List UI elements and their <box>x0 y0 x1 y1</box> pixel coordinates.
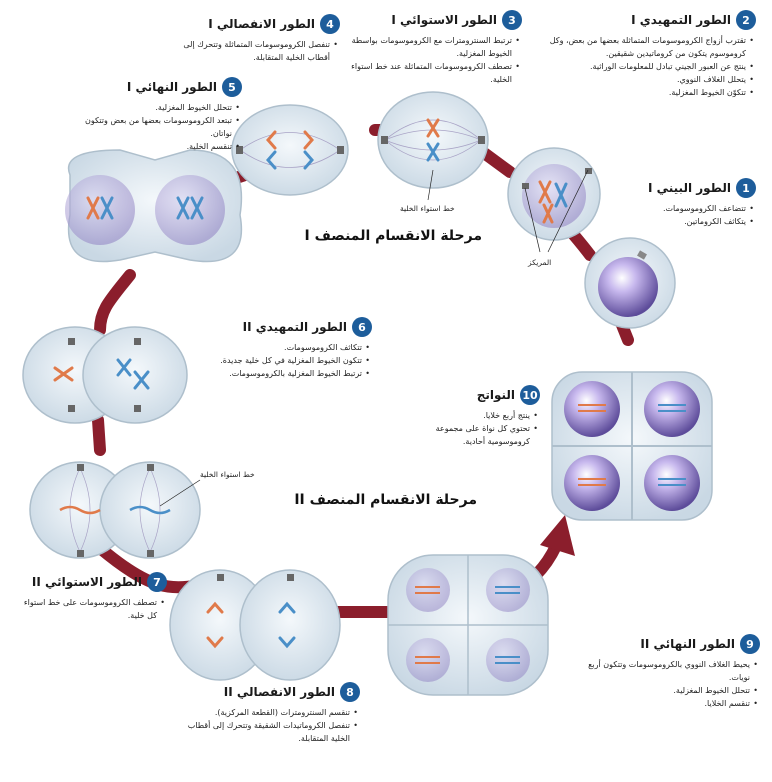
stage-3-badge: 3 <box>502 10 522 30</box>
stage-9-title: الطور النهائي II <box>640 637 735 651</box>
cycle-arrowhead <box>540 515 575 556</box>
stage-4-bullet: تنفصل الكروموسومات المتماثلة وتتحرك إلى … <box>160 38 338 64</box>
stage-10-title: النواتج <box>476 388 515 402</box>
stage-7-badge: 7 <box>147 572 167 592</box>
stage-10-block: 10 النواتج ينتج أربع خلايا.تحتوي كل نواة … <box>400 385 540 448</box>
stage-6-bullet: تتكاثف الكروموسومات. <box>172 341 370 354</box>
cell-anaphase-2 <box>169 569 341 681</box>
cell-anaphase-1 <box>231 104 349 196</box>
stage-5-bullet: تبتعد الكروموسومات بعضها من بعض وتتكون ن… <box>67 114 240 140</box>
stage-2-badge: 2 <box>736 10 756 30</box>
cell-telophase-1 <box>65 149 243 263</box>
stage-7-title: الطور الاستوائي II <box>31 575 142 589</box>
stage-4-badge: 4 <box>320 14 340 34</box>
stage-2-bullet: يتحلل الغلاف النووي. <box>521 73 754 86</box>
centrioles-label: المريكز <box>528 258 552 267</box>
cell-prophase-2 <box>22 326 188 424</box>
cell-prophase-1 <box>507 147 601 241</box>
stage-6-badge: 6 <box>352 317 372 337</box>
cell-products <box>551 371 713 521</box>
stage-8-bullet: تنقسم السنترومترات (القطعة المركزية). <box>170 706 358 719</box>
stage-3-bullet: تصطف الكروموسومات المتماثلة عند خط استوا… <box>342 60 520 86</box>
stage-10-badge: 10 <box>520 385 540 405</box>
cell-metaphase-2 <box>29 461 201 559</box>
stage-5-badge: 5 <box>222 77 242 97</box>
stage-2-block: 2 الطور التمهيدي I تقترب أزواج الكروموسوم… <box>521 10 756 99</box>
stage-2-bullet: تقترب أزواج الكروموسومات المتماثلة بعضها… <box>521 34 754 60</box>
stage-3-title: الطور الاستوائي I <box>391 13 497 27</box>
stage-3-block: 3 الطور الاستوائي I ترتبط السنترومترات مع… <box>342 10 522 86</box>
stage-2-title: الطور التمهيدي I <box>631 13 731 27</box>
stage-8-badge: 8 <box>340 682 360 702</box>
stage-9-bullet: يحيط الغلاف النووي بالكروموسومات وتتكون … <box>580 658 758 684</box>
stage-1-title: الطور البيني I <box>647 181 731 195</box>
stage-8-bullet: تنفصل الكروماتيدات الشقيقة وتتحرك إلى أق… <box>170 719 358 745</box>
stage-9-badge: 9 <box>740 634 760 654</box>
cell-interphase <box>584 237 676 329</box>
stage-4-title: الطور الانفصالي I <box>208 17 315 31</box>
stage-9-bullet: تنقسم الخلايا. <box>580 697 758 710</box>
stage-7-block: 7 الطور الاستوائي II تصطف الكروموسومات عل… <box>17 572 167 622</box>
stage-2-bullet: تتكوّن الخيوط المغزلية. <box>521 86 754 99</box>
stage-8-title: الطور الانفصالي II <box>223 685 335 699</box>
stage-6-bullet: تتكون الخيوط المغزلية في كل خلية جديدة. <box>172 354 370 367</box>
stage-10-bullet: ينتج أربع خلايا. <box>400 409 538 422</box>
stage-10-bullet: تحتوي كل نواة على مجموعة كروموسومية أحاد… <box>400 422 538 448</box>
phase-label-meiosis-2: مرحلة الانقسام المنصف II <box>294 492 477 508</box>
label-pointers <box>159 169 589 507</box>
stage-5-title: الطور النهائي I <box>126 80 217 94</box>
stage-1-block: 1 الطور البيني I تتضاعف الكروموسومات.يتكا… <box>611 178 756 228</box>
stage-1-bullet: يتكاثف الكروماتين. <box>611 215 754 228</box>
stage-5-bullet: تنقسم الخلية. <box>67 140 240 153</box>
stage-7-bullet: تصطف الكروموسومات على خط استواء كل خلية. <box>17 596 165 622</box>
stage-3-bullet: ترتبط السنترومترات مع الكروموسومات بواسط… <box>342 34 520 60</box>
equator-label-1: خط استواء الخلية <box>400 204 455 213</box>
stage-9-block: 9 الطور النهائي II يحيط الغلاف النووي بال… <box>580 634 760 710</box>
cell-metaphase-1 <box>377 91 489 189</box>
stage-4-block: 4 الطور الانفصالي I تنفصل الكروموسومات ال… <box>160 14 340 64</box>
stage-1-bullet: تتضاعف الكروموسومات. <box>611 202 754 215</box>
cell-telophase-2 <box>387 554 549 696</box>
stage-5-bullet: تتحلل الخيوط المغزلية. <box>67 101 240 114</box>
stage-9-bullet: تتحلل الخيوط المغزلية. <box>580 684 758 697</box>
equator-label-2: خط استواء الخلية <box>200 470 255 479</box>
stage-1-badge: 1 <box>736 178 756 198</box>
stage-2-bullet: ينتج عن العبور الجيني تبادل للمعلومات ال… <box>521 60 754 73</box>
stage-8-block: 8 الطور الانفصالي II تنقسم السنترومترات (… <box>170 682 360 745</box>
stage-6-title: الطور التمهيدي II <box>242 320 347 334</box>
stage-6-bullet: ترتبط الخيوط المغزلية بالكروموسومات. <box>172 367 370 380</box>
phase-label-meiosis-1: مرحلة الانقسام المنصف I <box>304 228 482 244</box>
